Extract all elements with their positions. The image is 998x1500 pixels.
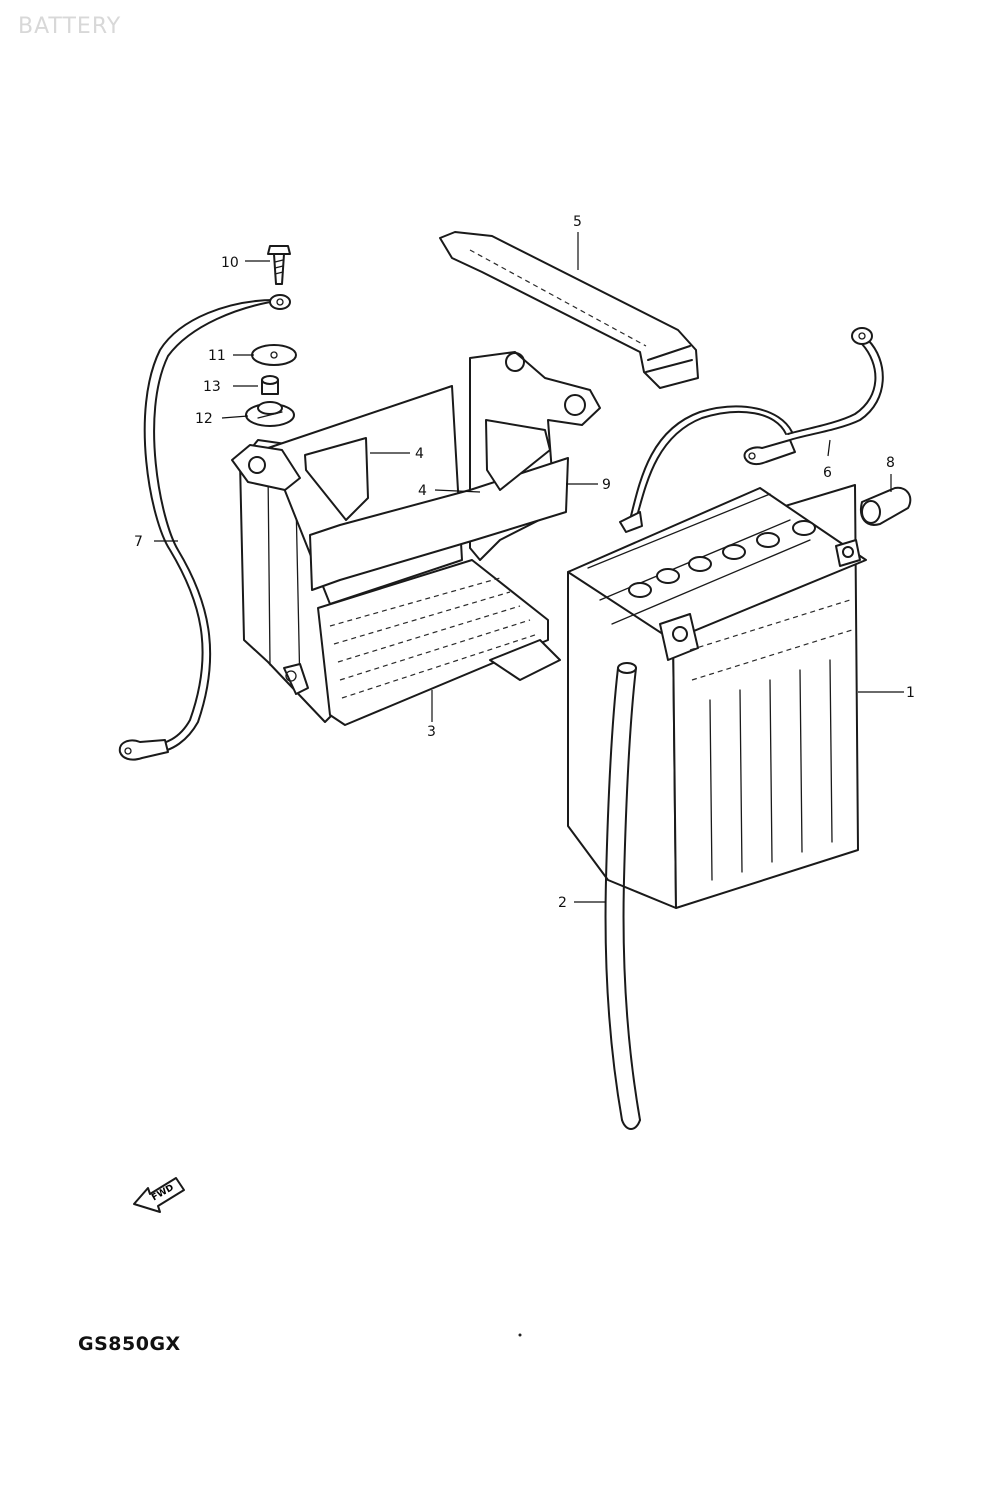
callout-2: 2 <box>558 895 567 911</box>
battery-strap <box>439 231 699 389</box>
callout-7: 7 <box>134 534 143 550</box>
callout-10: 10 <box>221 255 239 271</box>
callout-4: 4 <box>415 446 424 462</box>
battery <box>567 405 867 909</box>
fastener-stack <box>245 245 297 427</box>
model-code: GS850GX <box>78 1333 181 1355</box>
fwd-arrow-icon: FWD <box>133 1177 185 1213</box>
callout-1: 1 <box>906 685 915 701</box>
callout-8: 8 <box>886 455 895 471</box>
page-title: BATTERY <box>18 14 122 39</box>
callout-6: 6 <box>823 465 832 481</box>
callout-9: 9 <box>602 477 611 493</box>
battery-holder <box>231 351 601 726</box>
stray-dot <box>518 1333 522 1337</box>
callout-13: 13 <box>203 379 221 395</box>
leader-lines <box>154 232 904 903</box>
positive-cable <box>743 327 884 466</box>
negative-cable <box>118 294 291 761</box>
terminal-cover <box>860 486 912 526</box>
callout-11: 11 <box>208 348 226 364</box>
callout-5: 5 <box>573 214 582 230</box>
callout-12: 12 <box>195 411 213 427</box>
callout-labels: 10 11 13 12 7 5 4 4 9 3 6 8 1 2 <box>134 214 915 911</box>
breather-hose <box>604 662 641 1130</box>
callout-4: 4 <box>418 483 427 499</box>
callout-3: 3 <box>427 724 436 740</box>
